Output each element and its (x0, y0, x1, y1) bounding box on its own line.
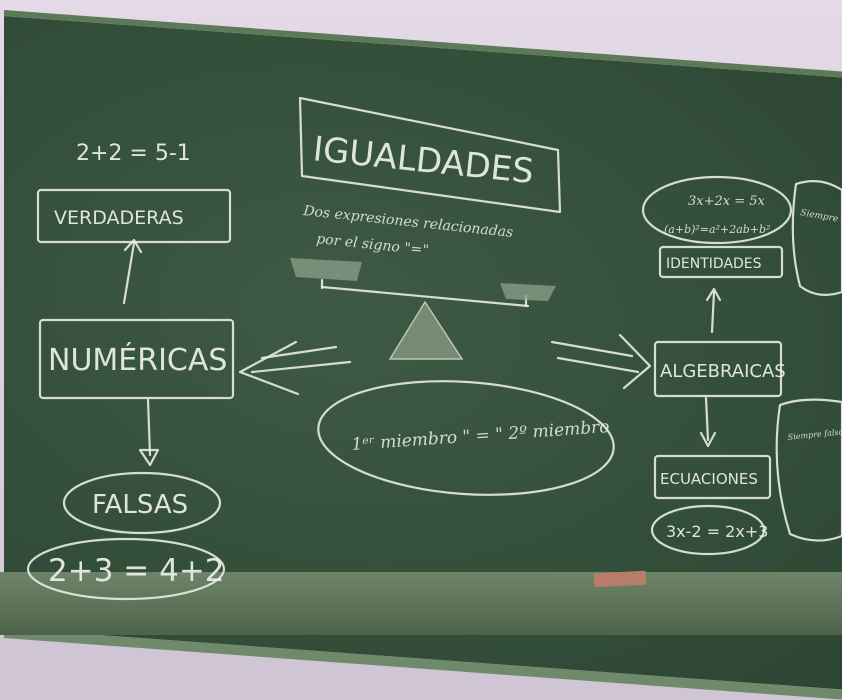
arrow-to-algebraic (550, 333, 652, 390)
chalk-drawing: IGUALDADES Dos expresiones relacionadas … (26, 96, 842, 601)
identity-note-cloud (791, 179, 842, 297)
equation-box (653, 454, 772, 500)
arrow-to-identity (710, 290, 716, 334)
arrowhead-down-right (699, 431, 717, 448)
identity-box (658, 245, 784, 279)
arrowhead-up (123, 238, 143, 254)
balance-scale (290, 258, 556, 360)
algebraic-box (653, 340, 783, 398)
false-oval (62, 471, 222, 535)
true-label: VERDADERAS (54, 207, 184, 229)
false-label: FALSAS (92, 490, 188, 520)
identity-example-1: 3x+2x = 5x (688, 194, 766, 209)
false-example-oval (26, 537, 226, 601)
equation-note: Siempre falsas excepto para los valores … (787, 414, 842, 442)
equation-example: 3x-2 = 2x+3 (666, 522, 768, 541)
arrowhead-up-right (705, 287, 722, 302)
numeric-label: NUMÉRICAS (48, 342, 227, 378)
title-box (298, 96, 562, 214)
member-formula: 1ᵉʳ miembro " = " 2º miembro (351, 417, 610, 455)
equation-label: ECUACIONES (660, 470, 758, 488)
numeric-box (38, 318, 235, 400)
arrow-to-equation (704, 396, 710, 442)
chalk-tray (0, 572, 842, 635)
arrowhead-down (138, 448, 160, 467)
true-example: 2+2 = 5-1 (76, 141, 191, 166)
identity-note: Siempre Son verdaderas (799, 208, 842, 237)
identity-examples-oval (641, 175, 793, 245)
algebraic-label: ALGEBRAICAS (660, 361, 786, 382)
false-example: 2+3 = 4+2 (48, 553, 225, 589)
identity-example-2: (a+b)²=a²+2ab+b² (664, 223, 770, 236)
arrow-to-false (146, 398, 152, 457)
equation-example-oval (650, 504, 766, 556)
definition-line-2: por el signo "=" (316, 231, 430, 259)
arrow-to-true (122, 241, 136, 305)
equation-note-cloud (775, 398, 842, 542)
member-oval (317, 380, 615, 496)
arrow-to-numeric (238, 340, 352, 396)
identity-label: IDENTIDADES (666, 256, 762, 272)
